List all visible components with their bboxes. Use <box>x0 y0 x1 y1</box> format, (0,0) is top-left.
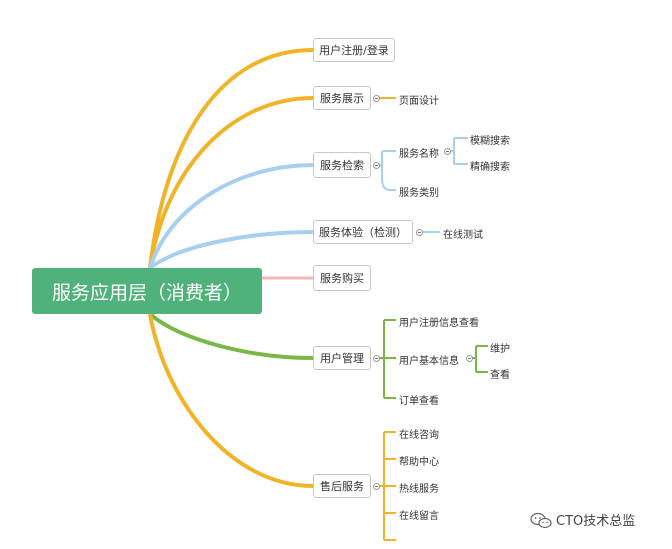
connector-user-mgmt <box>148 312 314 360</box>
leaf-online-message[interactable]: 在线留言 <box>399 511 439 522</box>
leaf-online-consult[interactable]: 在线咨询 <box>399 430 439 441</box>
connector-after-sales <box>148 313 314 488</box>
node-register[interactable]: 用户注册/登录 <box>313 38 395 62</box>
leaf-help-center[interactable]: 帮助中心 <box>399 457 439 468</box>
leaf-service-name[interactable]: 服务名称 <box>399 149 439 160</box>
leaf-hotline[interactable]: 热线服务 <box>399 484 439 495</box>
node-experience[interactable]: 服务体验（检测） <box>313 220 413 244</box>
connector-register <box>148 48 314 269</box>
node-search[interactable]: 服务检索 <box>313 152 371 178</box>
leaf-view[interactable]: 查看 <box>490 370 510 381</box>
leaf-maintain[interactable]: 维护 <box>490 344 510 355</box>
collapse-toggle-search[interactable] <box>373 162 380 169</box>
node-user-mgmt[interactable]: 用户管理 <box>313 346 371 370</box>
node-after-sales[interactable]: 售后服务 <box>313 474 371 498</box>
leaf-basic-info[interactable]: 用户基本信息 <box>399 356 459 367</box>
leaf-service-category[interactable]: 服务类别 <box>399 188 439 199</box>
collapse-toggle-user-mgmt[interactable] <box>373 355 380 362</box>
leaf-reg-info[interactable]: 用户注册信息查看 <box>399 318 479 329</box>
leaf-orders[interactable]: 订单查看 <box>399 396 439 407</box>
wechat-icon <box>530 512 552 529</box>
connector-experience <box>148 230 314 270</box>
leaf-page-design[interactable]: 页面设计 <box>399 96 439 107</box>
leaf-fuzzy-search[interactable]: 模糊搜索 <box>470 136 510 147</box>
collapse-toggle-experience[interactable] <box>416 229 423 236</box>
node-purchase[interactable]: 服务购买 <box>313 265 371 291</box>
node-display[interactable]: 服务展示 <box>313 86 371 110</box>
leaf-online-test[interactable]: 在线测试 <box>443 230 483 241</box>
watermark-text: CTO技术总监 <box>556 514 636 529</box>
collapse-toggle-after-sales[interactable] <box>373 483 380 490</box>
connector-search <box>148 163 314 269</box>
leaf-exact-search[interactable]: 精确搜索 <box>470 162 510 173</box>
collapse-toggle-service-name[interactable] <box>444 148 451 155</box>
connector-display <box>148 96 314 269</box>
collapse-toggle-basic-info[interactable] <box>466 355 473 362</box>
collapse-toggle-display[interactable] <box>373 95 380 102</box>
root-node[interactable]: 服务应用层（消费者） <box>32 268 262 314</box>
